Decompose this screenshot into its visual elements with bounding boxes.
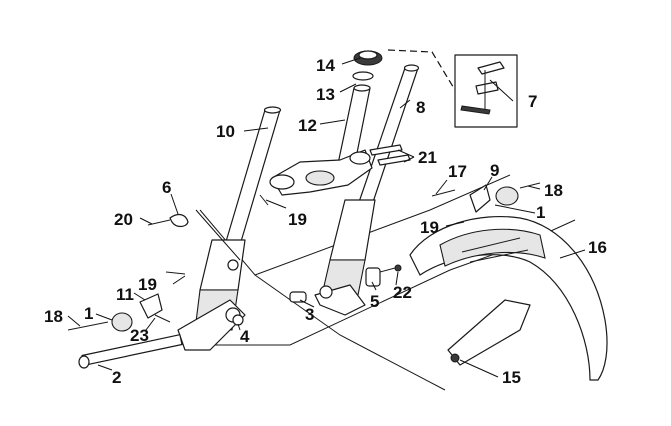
callout-labels: 14 13 12 8 7 10 21 17 9 18 6 20 19 19 1 … — [44, 56, 607, 387]
callout-23: 23 — [130, 326, 149, 345]
fender-stay — [447, 299, 531, 366]
bearing-pieces — [369, 144, 411, 166]
callout-15: 15 — [502, 368, 521, 387]
clip — [169, 213, 189, 228]
callout-12: 12 — [298, 116, 317, 135]
callout-8: 8 — [416, 98, 425, 117]
reflector-right — [495, 186, 519, 206]
callout-6: 6 — [162, 178, 171, 197]
callout-11: 11 — [116, 285, 134, 304]
fasteners — [67, 182, 541, 331]
callout-10: 10 — [216, 122, 235, 141]
callout-18-right: 18 — [544, 181, 563, 200]
callout-13: 13 — [316, 85, 335, 104]
left-fork-leg — [177, 239, 246, 351]
callout-1-right: 1 — [536, 203, 545, 222]
callout-22: 22 — [393, 283, 412, 302]
callout-19-right: 19 — [420, 218, 439, 237]
callout-18-left: 18 — [44, 307, 63, 326]
callout-3: 3 — [305, 305, 314, 324]
callout-7: 7 — [528, 92, 537, 111]
callout-17: 17 — [448, 162, 467, 181]
callout-19-left: 19 — [138, 275, 157, 294]
spacer — [289, 291, 307, 303]
callout-2: 2 — [112, 368, 121, 387]
leader-lines — [67, 57, 586, 378]
callout-16: 16 — [588, 238, 607, 257]
callout-5: 5 — [370, 292, 379, 311]
callout-9: 9 — [490, 161, 499, 180]
reflector-left — [111, 312, 133, 332]
callout-21: 21 — [418, 148, 437, 167]
bracket-right — [469, 184, 491, 213]
callout-4: 4 — [240, 327, 250, 346]
axle — [78, 334, 183, 369]
bearing-race — [352, 71, 374, 81]
right-fork-leg — [314, 199, 376, 316]
callout-1-left: 1 — [84, 304, 93, 323]
callout-19-top: 19 — [288, 210, 307, 229]
bracket-left — [139, 293, 163, 319]
top-nut — [353, 50, 383, 66]
callout-14: 14 — [316, 56, 335, 75]
speedo-drive — [365, 267, 396, 287]
lower-triple-clamp — [269, 149, 373, 196]
front-fender — [409, 215, 608, 381]
callout-20: 20 — [114, 210, 133, 229]
inset-box-7 — [387, 49, 518, 128]
